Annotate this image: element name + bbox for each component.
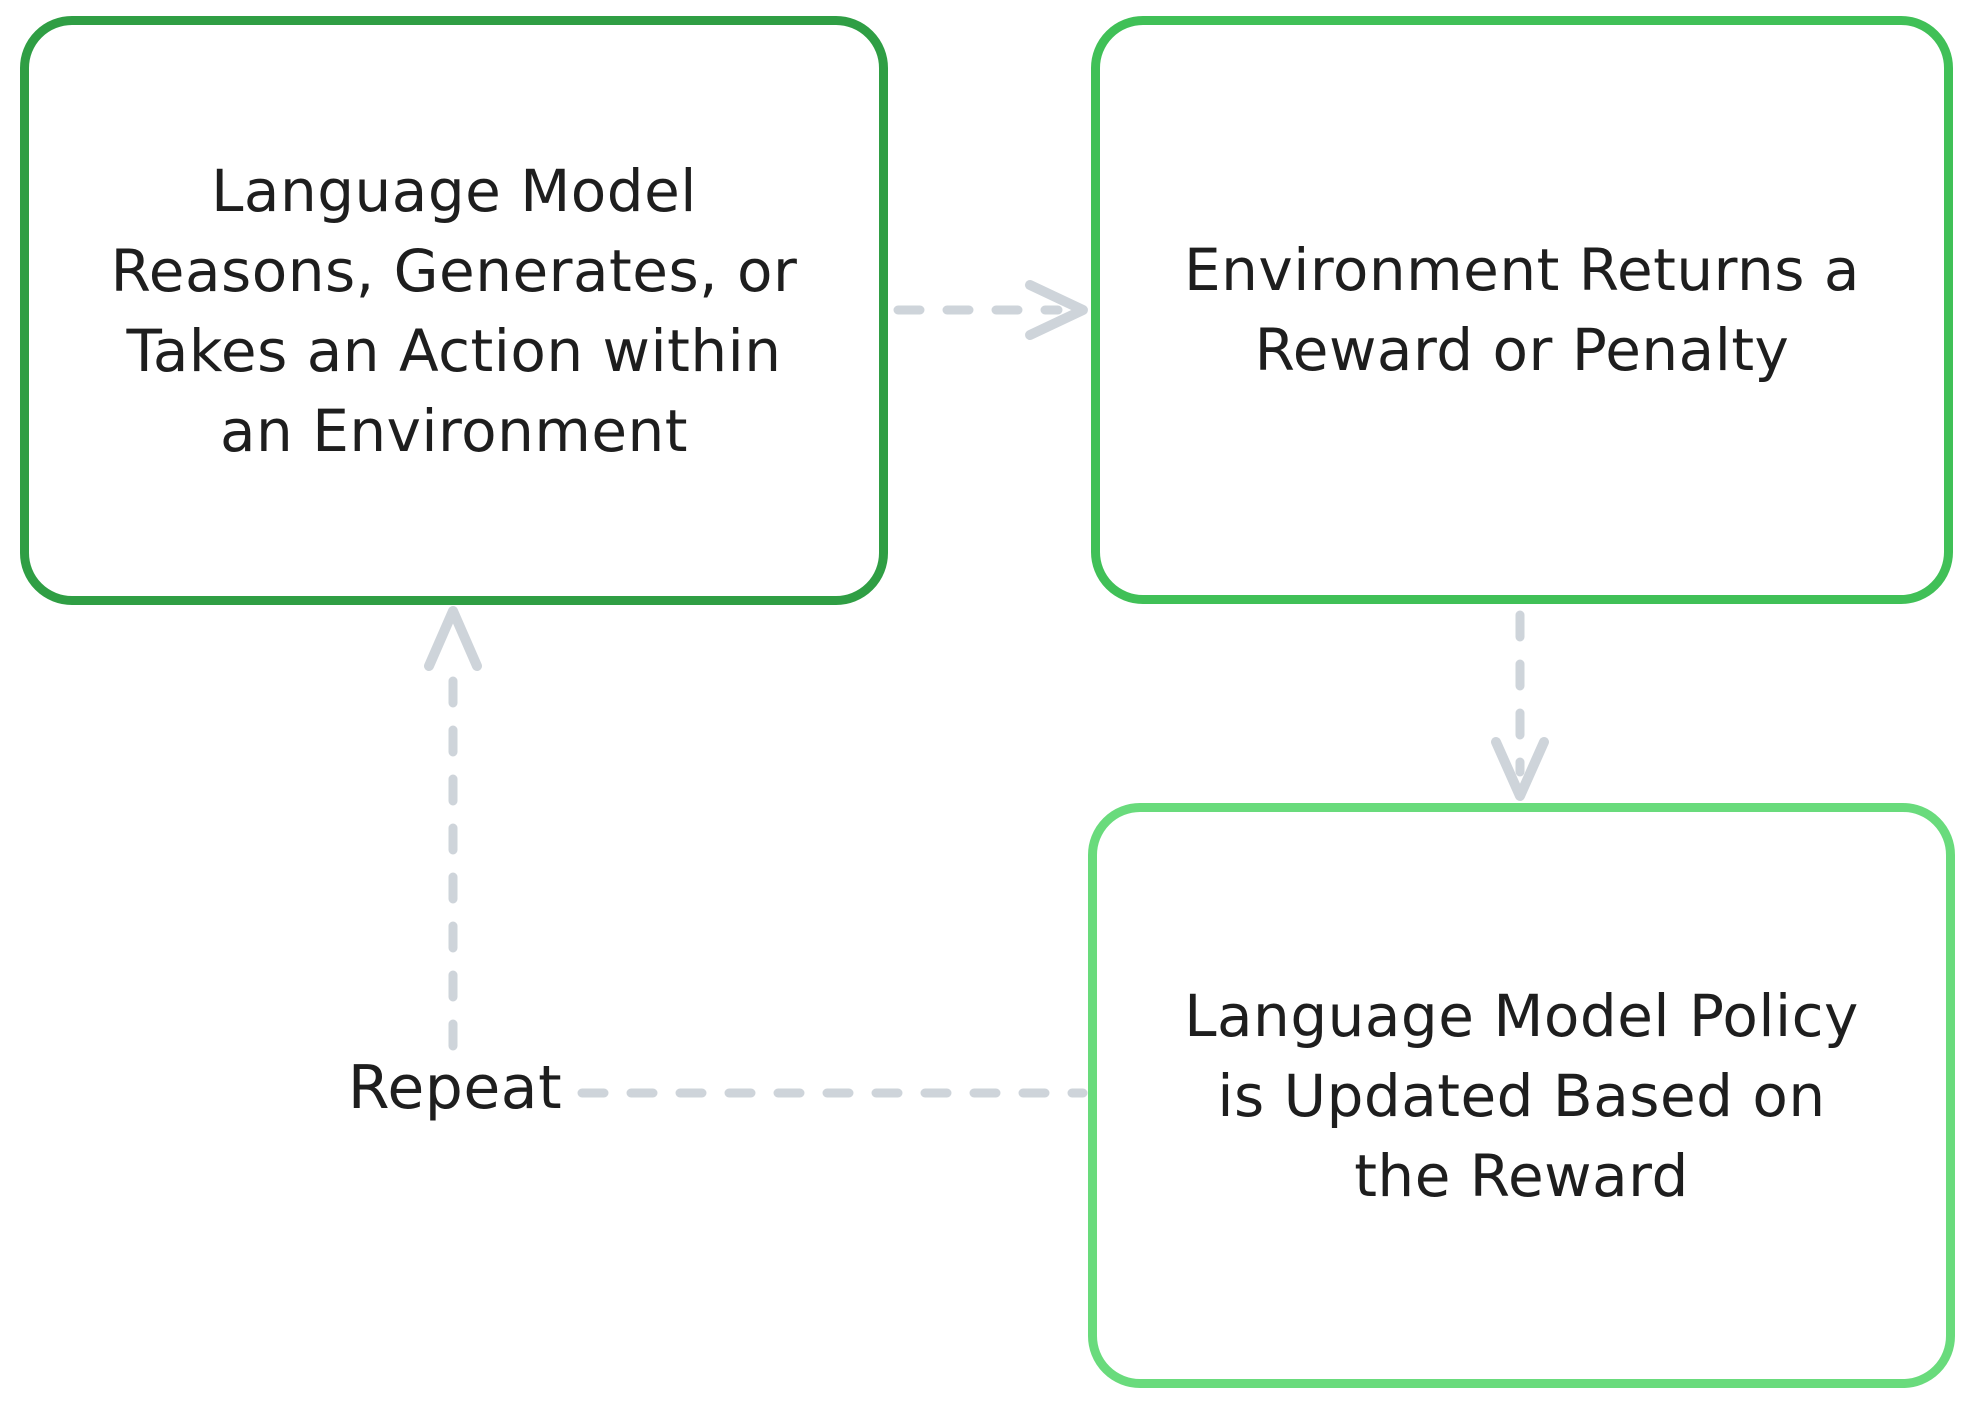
node-reward-line-1: Environment Returns a: [1184, 236, 1860, 304]
node-action-line-1: Language Model: [211, 156, 697, 225]
node-action-line-3: Takes an Action within: [126, 316, 782, 385]
node-policy-update: Language Model Policy is Updated Based o…: [1088, 803, 1955, 1388]
node-update-line-1: Language Model Policy: [1184, 981, 1859, 1050]
node-language-model-action: Language Model Reasons, Generates, or Ta…: [20, 16, 888, 605]
node-reward-line-2: Reward or Penalty: [1254, 316, 1790, 384]
node-environment-reward: Environment Returns a Reward or Penalty: [1091, 16, 1953, 604]
arrow-up-head-icon: [424, 606, 482, 671]
arrow-reward-to-update: [1491, 610, 1549, 801]
node-action-line-2: Reasons, Generates, or: [110, 236, 798, 305]
arrow-repeat-to-action: [424, 606, 482, 1051]
node-update-line-3: the Reward: [1354, 1141, 1689, 1210]
arrow-action-to-reward: [893, 280, 1088, 340]
node-update-line-2: is Updated Based on: [1217, 1061, 1826, 1130]
node-action-line-4: an Environment: [219, 396, 689, 465]
repeat-label: Repeat: [347, 1053, 563, 1123]
arrow-down-head-icon: [1491, 737, 1549, 801]
arrow-right-head-icon: [1025, 280, 1088, 340]
